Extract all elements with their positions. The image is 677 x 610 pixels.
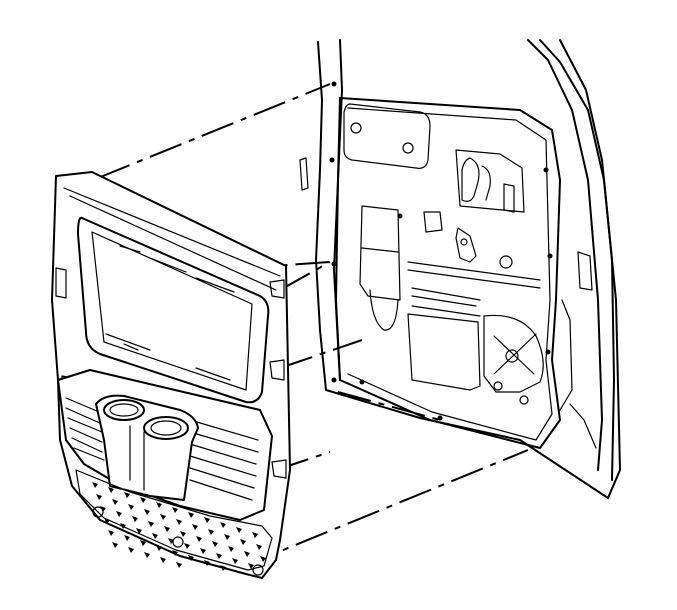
perforation-dot (104, 518, 110, 524)
perforation-dot (240, 539, 246, 545)
perforation-dot (208, 529, 214, 535)
perforation-dot (228, 546, 234, 552)
perforation-dot (96, 494, 102, 500)
perforation-dot (184, 543, 190, 549)
perforation-dot (156, 545, 162, 551)
perforation-dot (108, 530, 114, 536)
perforation-dot (168, 538, 174, 544)
perforation-dot (92, 482, 98, 488)
perforation-dot (244, 551, 250, 557)
perforation-dot (144, 509, 150, 515)
perforation-dot (188, 512, 194, 518)
perforation-dot (204, 517, 210, 523)
perforation-dot (136, 528, 142, 534)
perforation-dot (140, 540, 146, 546)
perforation-dot (180, 531, 186, 537)
perforation-dot (252, 532, 258, 538)
perforation-dot (220, 565, 226, 571)
perforation-dot (172, 507, 178, 513)
perforation-dot (156, 502, 162, 508)
perforation-dot (216, 553, 222, 559)
perforation-dot (160, 557, 166, 563)
perforation-dot (108, 487, 114, 493)
perforation-dot (144, 552, 150, 558)
perforation-dot (188, 555, 194, 561)
perforation-dot (128, 504, 134, 510)
perforation-dot (120, 523, 126, 529)
perforation-dot (116, 511, 122, 517)
perforation-dot (100, 506, 106, 512)
perforation-dot (260, 556, 266, 562)
perforation-dot (160, 514, 166, 520)
perforation-dot (220, 522, 226, 528)
perforation-dot (152, 533, 158, 539)
perforation-dot (176, 562, 182, 568)
perforation-dot (192, 524, 198, 530)
perforation-dot (176, 519, 182, 525)
perforation-dot (256, 544, 262, 550)
perforation-dot (112, 499, 118, 505)
perforation-dot (196, 536, 202, 542)
perforation-dot (140, 497, 146, 503)
perforation-dot (164, 526, 170, 532)
perforation-dot (124, 492, 130, 498)
perforation-dot (112, 542, 118, 548)
perforation-dot (200, 548, 206, 554)
door-trim-panel (51, 171, 291, 579)
perforation-dot (236, 527, 242, 533)
perforation-dot (204, 560, 210, 566)
perforation-dot (132, 516, 138, 522)
perforation-dot (128, 547, 134, 553)
perforation-dot (224, 534, 230, 540)
perforation-dot (248, 563, 254, 569)
perforation-dot (172, 550, 178, 556)
perforation-dot (124, 535, 130, 541)
rear-door-inner-frame (299, 39, 621, 499)
perforation-dot (212, 541, 218, 547)
perforation-dot (232, 558, 238, 564)
perforation-pattern (92, 482, 266, 571)
perforation-dot (148, 521, 154, 527)
